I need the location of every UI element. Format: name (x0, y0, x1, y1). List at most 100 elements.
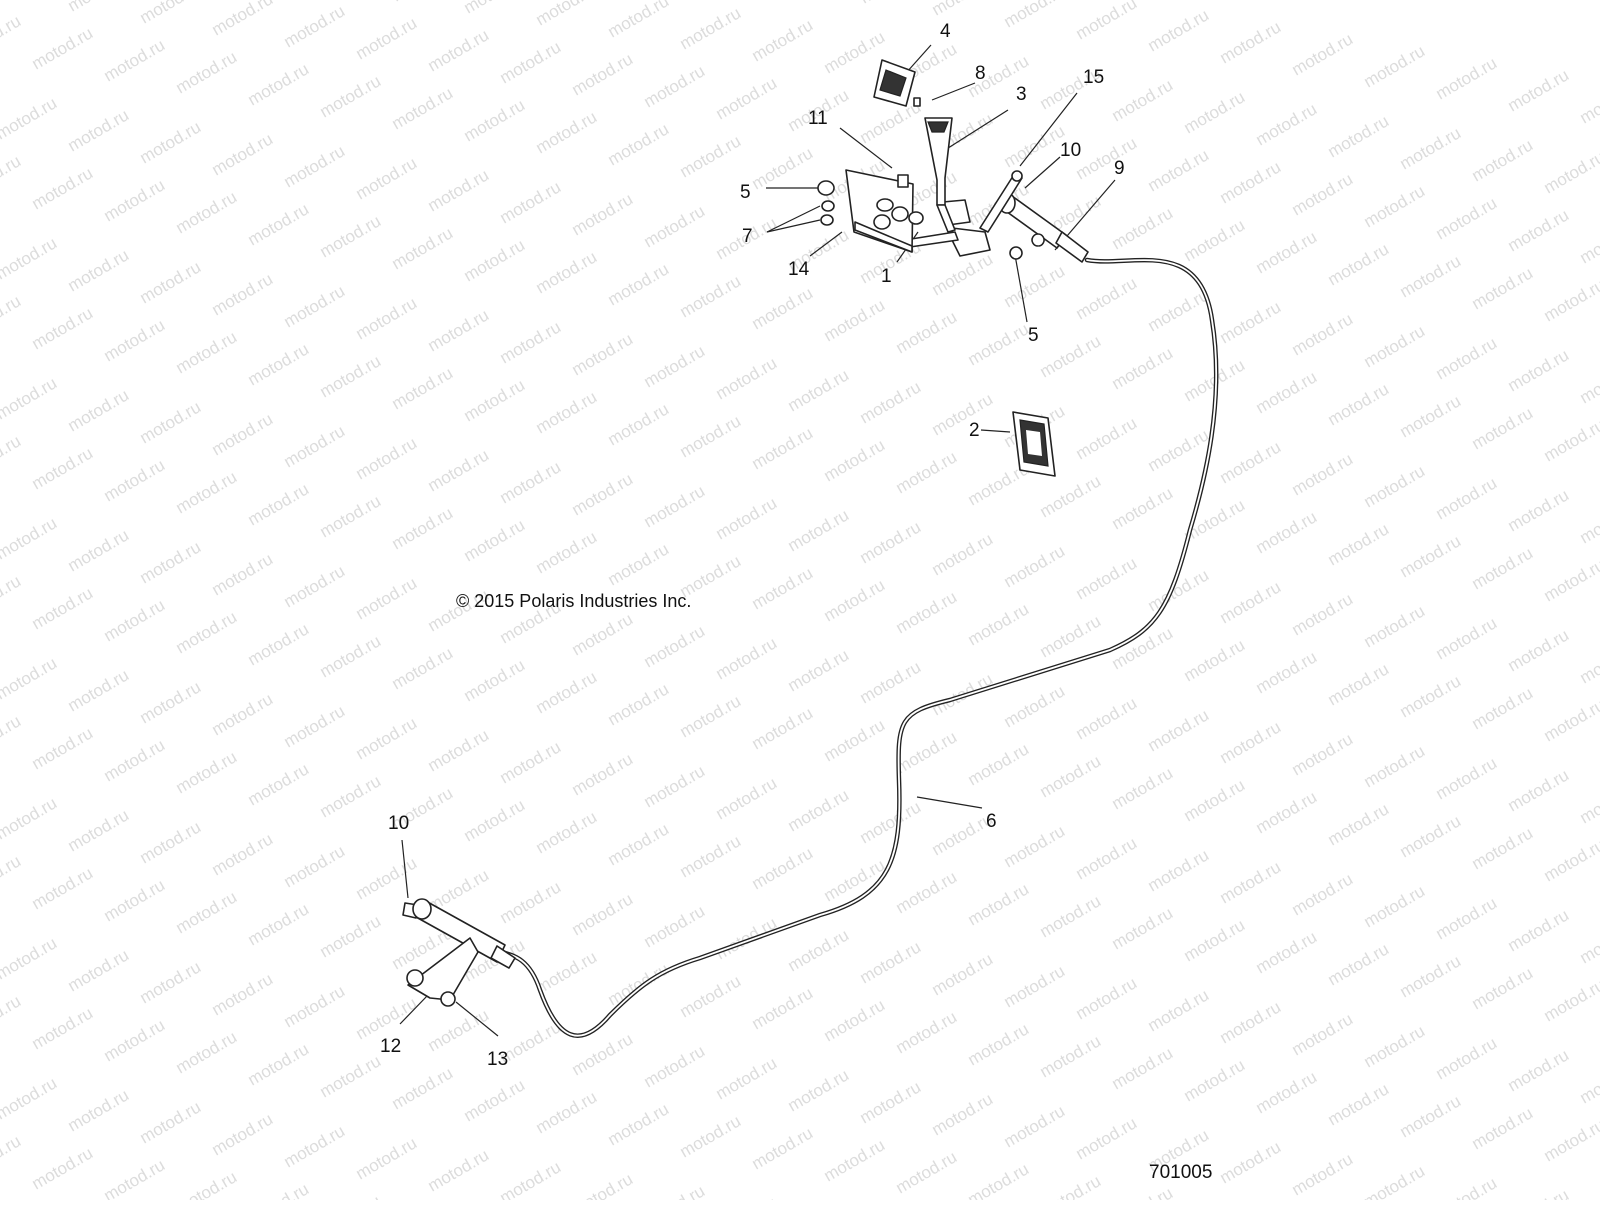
watermark-text: motod.ru (533, 387, 601, 437)
watermark-text: motod.ru (461, 235, 529, 285)
watermark-text: motod.ru (29, 723, 97, 773)
watermark-text: motod.ru (569, 889, 637, 939)
watermark-text: motod.ru (533, 527, 601, 577)
watermark-text: motod.ru (749, 283, 817, 333)
watermark-text: motod.ru (1505, 345, 1573, 395)
watermark-text: motod.ru (0, 1073, 60, 1123)
watermark-text: motod.ru (461, 1075, 529, 1125)
watermark-text: motod.ru (965, 599, 1033, 649)
watermark-text: motod.ru (497, 317, 565, 367)
watermark-text: motod.ru (677, 411, 745, 461)
watermark-text: motod.ru (0, 851, 24, 901)
watermark-text: motod.ru (1145, 705, 1213, 755)
watermark-text: motod.ru (569, 1169, 637, 1200)
watermark-text: motod.ru (533, 107, 601, 157)
watermark-text: motod.ru (1325, 939, 1393, 989)
watermark-text: motod.ru (1397, 1091, 1465, 1141)
watermark-text: motod.ru (1289, 449, 1357, 499)
watermark-text: motod.ru (569, 49, 637, 99)
watermark-text: motod.ru (317, 71, 385, 121)
watermark-text: motod.ru (1253, 367, 1321, 417)
watermark-text: motod.ru (857, 657, 925, 707)
watermark-text: motod.ru (209, 969, 277, 1019)
watermark-text: motod.ru (0, 373, 60, 423)
watermark-text: motod.ru (785, 1065, 853, 1115)
watermark-text: motod.ru (1073, 833, 1141, 883)
watermark-text: motod.ru (1001, 541, 1069, 591)
watermark-text: motod.ru (1469, 683, 1537, 733)
callout-8: 8 (975, 64, 986, 83)
watermark-text: motod.ru (1289, 869, 1357, 919)
watermark-text: motod.ru (857, 377, 925, 427)
watermark-text: motod.ru (1289, 1009, 1357, 1059)
watermark-text: motod.ru (281, 1, 349, 51)
watermark-text: motod.ru (173, 887, 241, 937)
watermark-text: motod.ru (317, 491, 385, 541)
callout-1: 1 (881, 267, 892, 286)
watermark-text: motod.ru (245, 479, 313, 529)
watermark-text: motod.ru (1469, 963, 1537, 1013)
watermark-text: motod.ru (0, 233, 60, 283)
watermark-text: motod.ru (389, 363, 457, 413)
watermark-text: motod.ru (173, 1167, 241, 1200)
watermark-text: motod.ru (245, 1039, 313, 1089)
watermark-text: motod.ru (821, 575, 889, 625)
watermark-text: motod.ru (677, 131, 745, 181)
watermark-text: motod.ru (1541, 415, 1600, 465)
watermark-text: motod.ru (1109, 75, 1177, 125)
watermark-text: motod.ru (209, 1109, 277, 1159)
watermark-text: motod.ru (1397, 951, 1465, 1001)
watermark-text: motod.ru (101, 1155, 169, 1200)
watermark-text: motod.ru (29, 163, 97, 213)
watermark-text: motod.ru (1433, 753, 1501, 803)
watermark-text: motod.ru (245, 759, 313, 809)
watermark-text: motod.ru (353, 433, 421, 483)
watermark-text: motod.ru (1145, 985, 1213, 1035)
watermark-text: motod.ru (749, 423, 817, 473)
watermark-text: motod.ru (1469, 823, 1537, 873)
watermark-text: motod.ru (209, 0, 277, 39)
watermark-text: motod.ru (65, 245, 133, 295)
watermark-text: motod.ru (1433, 893, 1501, 943)
watermark-text: motod.ru (1073, 413, 1141, 463)
watermark-text: motod.ru (0, 1131, 24, 1181)
watermark-text: motod.ru (1073, 0, 1141, 43)
watermark-text: motod.ru (1073, 1113, 1141, 1163)
watermark-text: motod.ru (101, 1015, 169, 1065)
watermark-text: motod.ru (929, 949, 997, 999)
watermark-text: motod.ru (0, 11, 24, 61)
watermark-text: motod.ru (1181, 215, 1249, 265)
watermark-text: motod.ru (353, 853, 421, 903)
watermark-text: motod.ru (893, 307, 961, 357)
callout-15: 15 (1083, 68, 1104, 87)
watermark-text: motod.ru (1541, 975, 1600, 1025)
watermark-text: motod.ru (857, 517, 925, 567)
watermark-text: motod.ru (281, 981, 349, 1031)
watermark-text: motod.ru (1145, 425, 1213, 475)
watermark-text: motod.ru (29, 443, 97, 493)
watermark-text: motod.ru (1577, 917, 1600, 967)
watermark-text: motod.ru (1505, 1045, 1573, 1095)
watermark-text: motod.ru (605, 959, 673, 1009)
watermark-text: motod.ru (569, 189, 637, 239)
watermark-text: motod.ru (1469, 263, 1537, 313)
callout-5-lower: 5 (1028, 326, 1039, 345)
watermark-text: motod.ru (281, 841, 349, 891)
watermark-text: motod.ru (317, 1191, 385, 1200)
callout-10-upper: 10 (1060, 141, 1081, 160)
watermark-text: motod.ru (929, 0, 997, 19)
callout-13: 13 (487, 1050, 508, 1069)
watermark-text: motod.ru (245, 339, 313, 389)
watermark-text: motod.ru (137, 817, 205, 867)
watermark-text: motod.ru (641, 201, 709, 251)
watermark-text: motod.ru (1541, 147, 1600, 197)
watermark-text: motod.ru (677, 691, 745, 741)
watermark-text: motod.ru (641, 621, 709, 671)
watermark-text: motod.ru (1289, 589, 1357, 639)
watermark-text: motod.ru (101, 175, 169, 225)
watermark-text: motod.ru (749, 1123, 817, 1173)
watermark-text: motod.ru (1469, 543, 1537, 593)
watermark-text: motod.ru (1361, 41, 1429, 91)
watermark-text: motod.ru (857, 0, 925, 7)
